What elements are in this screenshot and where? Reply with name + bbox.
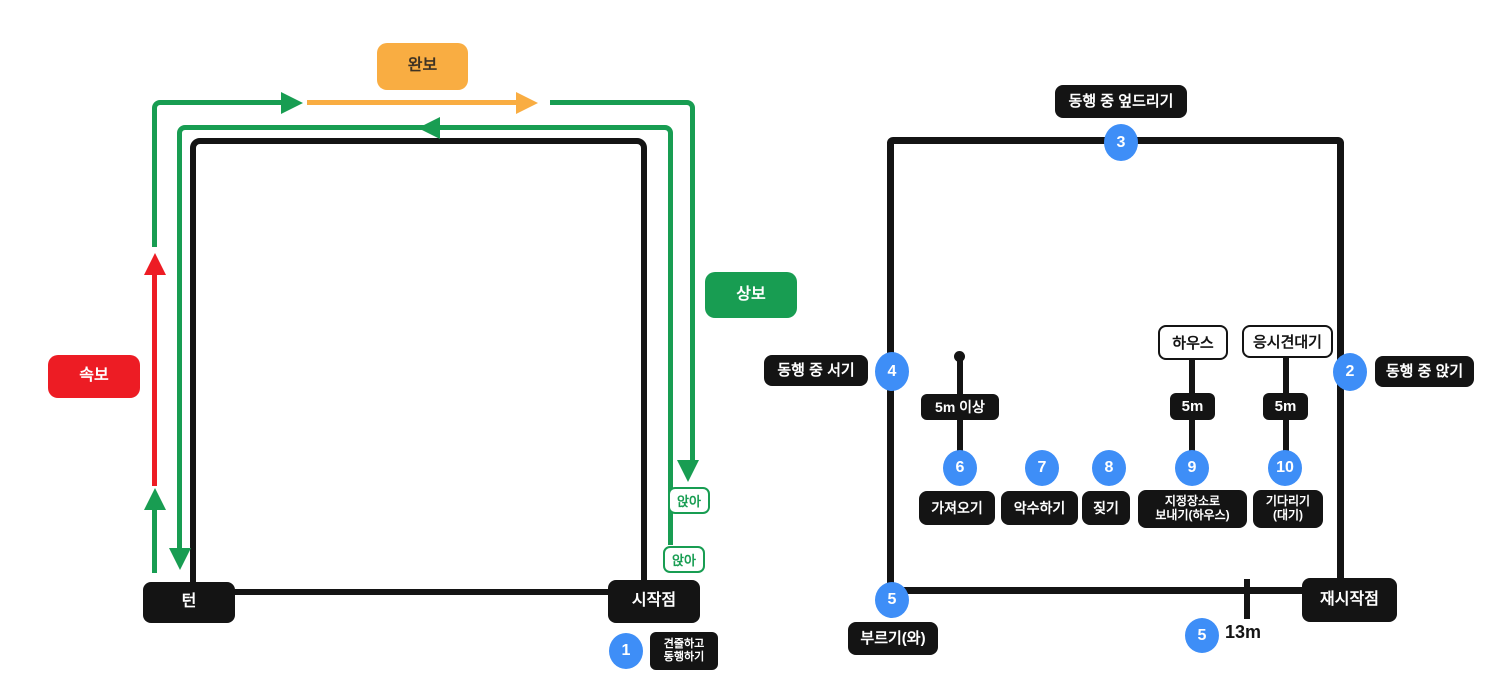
distance-5m-gaze-label: 5m: [1263, 393, 1308, 420]
checkpoint-4-badge: 4: [875, 352, 909, 391]
green-arrowhead-left-icon: [418, 117, 440, 139]
sit-command-lower: 앉아: [663, 546, 705, 573]
sit-command-upper: 앉아: [668, 487, 710, 514]
green-path-topright-corner: [550, 100, 695, 467]
task-10-badge: 10: [1268, 450, 1302, 486]
house-target-box: 하우스: [1158, 325, 1228, 360]
retrieve-dot-icon: [954, 351, 965, 362]
checkpoint-1-badge: 1: [609, 633, 643, 669]
task-wait-label: 기다리기 (대기): [1253, 490, 1323, 528]
task-9-badge: 9: [1175, 450, 1209, 486]
station-down-while-heeling-label: 동행 중 엎드리기: [1055, 85, 1187, 118]
task-7-badge: 7: [1025, 450, 1059, 486]
green-path-topleft-corner: [152, 100, 288, 247]
checkpoint-5-badge: 5: [875, 582, 909, 618]
orange-arrowhead-right-icon: [516, 92, 538, 114]
gaze-wait-target-box: 응시견대기: [1242, 325, 1333, 358]
red-arrowhead-up-icon: [144, 253, 166, 275]
checkpoint-3-badge: 3: [1104, 124, 1138, 161]
turn-point-label: 턴: [143, 582, 235, 623]
restart-point-label: 재시작점: [1302, 578, 1397, 622]
distance-5m-house-label: 5m: [1170, 393, 1215, 420]
red-path-segment: [152, 275, 157, 486]
left-course-field: [190, 138, 647, 595]
station-stand-while-heeling-label: 동행 중 서기: [764, 355, 868, 386]
distance-13m-label: 13m: [1225, 622, 1262, 642]
green-arrowhead-down-right-icon: [677, 460, 699, 482]
station-sit-while-heeling-label: 동행 중 앉기: [1375, 356, 1474, 387]
task-bark-label: 짖기: [1082, 491, 1130, 525]
checkpoint-2-badge: 2: [1333, 353, 1367, 391]
green-return-right-corner: [477, 125, 673, 545]
step1-label: 견줄하고 동행하기: [650, 632, 718, 670]
green-arrowhead-up-icon: [144, 488, 166, 510]
distance-13m-tick: [1244, 579, 1250, 619]
task-handshake-label: 악수하기: [1001, 491, 1078, 525]
task-fetch-label: 가져오기: [919, 491, 995, 525]
green-path-up-segment: [152, 508, 157, 573]
checkpoint-5b-badge: 5: [1185, 618, 1219, 653]
green-return-left-corner: [177, 125, 482, 557]
slow-walk-label: 완보: [377, 43, 468, 90]
trot-label: 속보: [48, 355, 140, 398]
green-arrowhead-right-icon: [281, 92, 303, 114]
start-point-label: 시작점: [608, 580, 700, 623]
orange-path-segment: [307, 100, 518, 105]
task-send-to-place-label: 지정장소로 보내기(하우스): [1138, 490, 1247, 528]
green-arrowhead-down-left-icon: [169, 548, 191, 570]
normal-walk-label: 상보: [705, 272, 797, 318]
task-8-badge: 8: [1092, 450, 1126, 486]
distance-5m-min-label: 5m 이상: [921, 394, 999, 420]
task-6-badge: 6: [943, 450, 977, 486]
station-recall-label: 부르기(와): [848, 622, 938, 655]
